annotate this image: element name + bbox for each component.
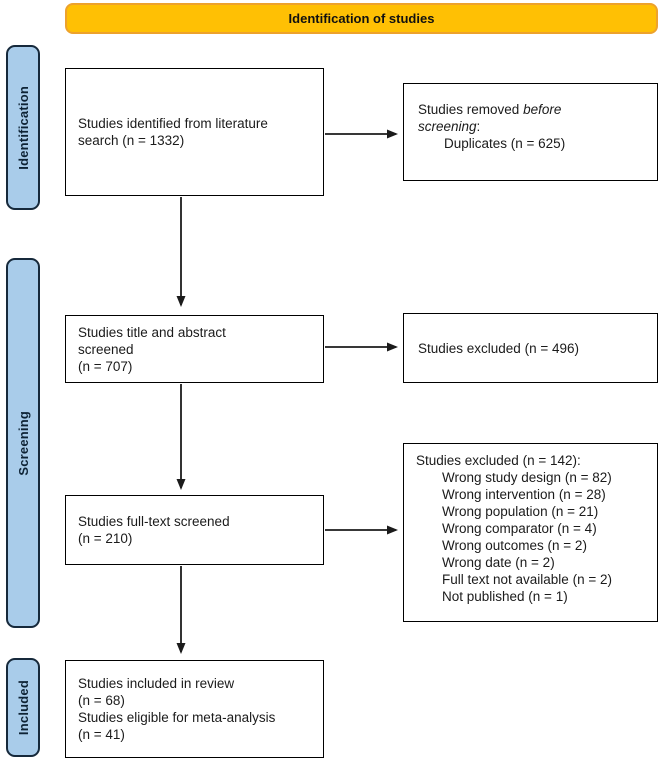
- box-excluded-full-text: Studies excluded (n = 142): Wrong study …: [403, 443, 658, 622]
- box-included-line2: (n = 68): [78, 693, 125, 708]
- box-excluded-full-text-title: Studies excluded (n = 142):: [416, 453, 581, 468]
- stage-tab-identification-label: Identification: [15, 85, 31, 170]
- box-included-line3: Studies eligible for meta-analysis: [78, 710, 276, 725]
- box-studies-removed: Studies removed before screening: Duplic…: [403, 83, 658, 181]
- exclusion-reason: Wrong intervention (n = 28): [442, 487, 606, 502]
- box-title-abstract-line2: screened: [78, 341, 134, 357]
- exclusion-reason: Wrong study design (n = 82): [442, 470, 612, 485]
- box-included-in-review: Studies included in review (n = 68) Stud…: [65, 660, 324, 758]
- stage-tab-screening: Screening: [6, 258, 40, 628]
- box-excluded-title-abstract-line1: Studies excluded (n = 496): [418, 340, 579, 356]
- box-full-text-screened: Studies full-text screened (n = 210): [65, 495, 324, 565]
- box-title-abstract-line1: Studies title and abstract: [78, 324, 226, 340]
- exclusion-reason: Wrong date (n = 2): [442, 555, 555, 570]
- box-studies-identified-line2: search (n = 1332): [78, 133, 185, 148]
- box-included-line4: (n = 41): [78, 727, 125, 742]
- stage-tab-included-label: Included: [15, 679, 31, 736]
- box-excluded-title-abstract: Studies excluded (n = 496): [403, 313, 658, 383]
- exclusion-reason: Full text not available (n = 2): [442, 572, 612, 587]
- box-full-text-line1: Studies full-text screened: [78, 514, 230, 529]
- box-title-abstract-line3: (n = 707): [78, 358, 133, 374]
- header-banner: Identification of studies: [65, 3, 658, 34]
- exclusion-reason: Not published (n = 1): [442, 589, 568, 604]
- box-included-line1: Studies included in review: [78, 676, 235, 691]
- header-banner-label: Identification of studies: [288, 11, 435, 26]
- exclusion-reason: Wrong comparator (n = 4): [442, 521, 597, 536]
- stage-tab-included: Included: [6, 658, 40, 757]
- box-studies-removed-duplicates: Duplicates (n = 625): [444, 136, 566, 151]
- box-studies-identified-line1: Studies identified from literature: [78, 116, 268, 131]
- box-studies-removed-line1: Studies removed before: [418, 102, 562, 117]
- stage-tab-identification: Identification: [6, 45, 40, 210]
- box-full-text-line2: (n = 210): [78, 531, 133, 546]
- exclusion-reason: Wrong population (n = 21): [442, 504, 599, 519]
- stage-tab-screening-label: Screening: [15, 410, 31, 476]
- box-title-abstract-screened: Studies title and abstract screened (n =…: [65, 315, 324, 383]
- box-studies-identified: Studies identified from literature searc…: [65, 68, 324, 196]
- box-studies-removed-line2: screening:: [418, 119, 481, 134]
- exclusion-reason: Wrong outcomes (n = 2): [442, 538, 587, 553]
